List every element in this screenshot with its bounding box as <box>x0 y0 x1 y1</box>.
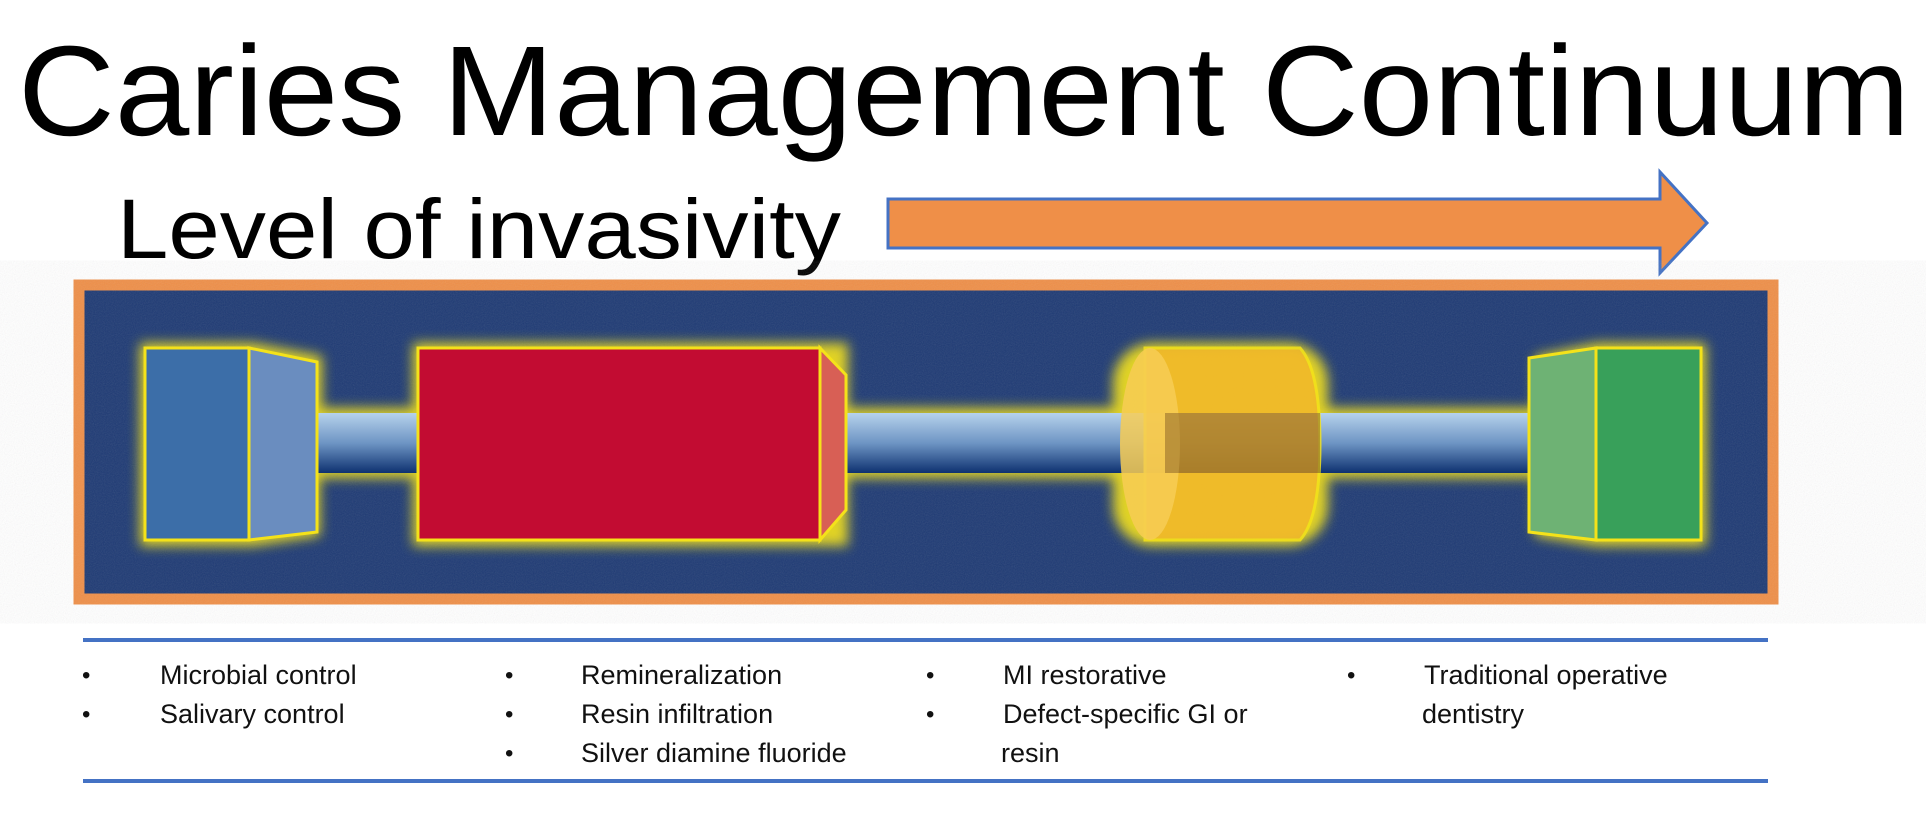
list-item: Defect-specific GI or <box>1003 699 1248 729</box>
bullet: • <box>82 662 90 689</box>
invasivity-arrow <box>886 168 1710 277</box>
bullet: • <box>505 701 513 728</box>
list-item: Salivary control <box>160 699 345 729</box>
subtitle-level-of-invasivity: Level of invasivity <box>117 182 841 276</box>
list-item: Microbial control <box>160 660 357 690</box>
continuum-illustration <box>73 279 1779 605</box>
page-title: Caries Management Continuum <box>18 20 1910 163</box>
list-item: resin <box>1001 738 1060 768</box>
list-item: MI restorative <box>1003 660 1167 690</box>
column-traditional: • Traditional operative dentistry <box>1347 660 1668 729</box>
red-block-remineralization <box>416 344 848 545</box>
column-mi-restorative: • MI restorative • Defect-specific GI or… <box>926 660 1248 768</box>
bullet: • <box>926 701 934 728</box>
list-item: Traditional operative <box>1424 660 1668 690</box>
list-item: dentistry <box>1422 699 1525 729</box>
list-item: Resin infiltration <box>581 699 773 729</box>
list-item: Silver diamine fluoride <box>581 738 847 768</box>
bullet: • <box>82 701 90 728</box>
yellow-cylinder-mi-restorative <box>1120 346 1322 542</box>
green-block-traditional-operative <box>1527 346 1703 542</box>
bullet: • <box>926 662 934 689</box>
bullet: • <box>1347 662 1355 689</box>
list-item: Remineralization <box>581 660 782 690</box>
bullet: • <box>505 662 513 689</box>
column-microbial: • Microbial control • Salivary control <box>82 660 357 729</box>
blue-block-microbial-control <box>143 346 319 542</box>
bullet: • <box>505 740 513 767</box>
column-remineralization: • Remineralization • Resin infiltration … <box>505 660 847 768</box>
